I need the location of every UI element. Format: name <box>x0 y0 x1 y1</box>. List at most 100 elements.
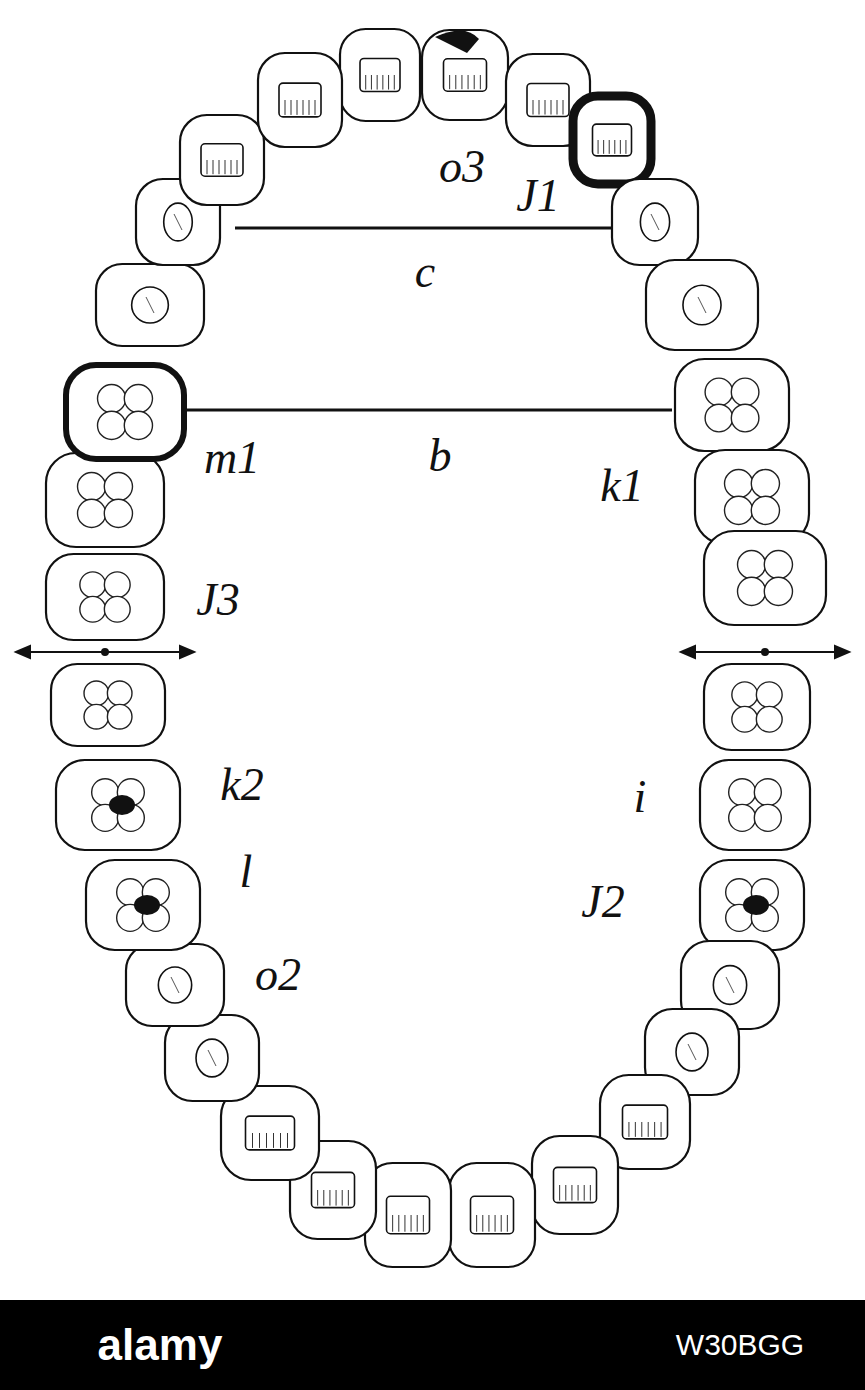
molar-cusp <box>751 496 779 524</box>
hatch <box>317 1190 318 1206</box>
hatch <box>559 1185 560 1201</box>
hatch <box>539 100 540 115</box>
tooth-outline <box>704 664 810 750</box>
tooth <box>365 1163 451 1267</box>
crown-edge <box>312 1172 355 1207</box>
molar-cusp <box>751 470 779 498</box>
tooth <box>86 860 200 950</box>
tooth-outline <box>704 531 826 625</box>
hatch <box>365 75 366 90</box>
crown-edge <box>593 124 632 156</box>
callout-label: k1 <box>600 463 643 509</box>
cavity <box>743 895 769 915</box>
hatch <box>482 1215 483 1232</box>
hatch <box>609 140 610 154</box>
hatch <box>398 1215 399 1232</box>
tooth <box>340 29 420 121</box>
dental-arch <box>0 0 865 1300</box>
tooth-outline <box>700 760 810 850</box>
molar-cusp <box>732 706 758 732</box>
molar-cusp <box>764 551 792 579</box>
hatch <box>394 75 395 90</box>
hatch <box>336 1190 337 1206</box>
hatch <box>171 977 179 993</box>
tooth-outline <box>612 179 698 265</box>
molar-cusp <box>84 704 109 729</box>
molar-cusp <box>705 404 733 432</box>
hatch <box>726 977 734 993</box>
hatch <box>237 160 238 174</box>
hatch <box>565 1185 566 1201</box>
crown-cusp <box>196 1039 228 1077</box>
molar-cusp <box>104 473 132 501</box>
tooth-outline <box>422 30 508 120</box>
width-arrow <box>16 646 849 658</box>
crown-cusp <box>676 1033 708 1071</box>
hatch <box>628 1122 629 1137</box>
tooth <box>46 554 164 640</box>
hatch <box>303 100 304 115</box>
tooth-outline <box>165 1015 259 1101</box>
tooth <box>612 179 698 265</box>
molar-cusp <box>756 706 782 732</box>
hatch <box>584 1185 585 1201</box>
crown-cusp <box>164 203 193 241</box>
crown-cusp <box>713 966 746 1005</box>
hatch <box>545 100 546 115</box>
tooth-outline <box>51 664 165 746</box>
callout-label: l <box>240 849 253 895</box>
hatch <box>648 1122 649 1137</box>
hatch <box>455 75 456 89</box>
tooth-outline <box>46 554 164 640</box>
hatch <box>571 1185 572 1201</box>
hatch <box>287 1133 288 1148</box>
molar-cusp <box>754 804 781 831</box>
hatch <box>382 75 383 90</box>
molar-cusp <box>731 378 759 406</box>
molar-cusp <box>78 499 106 527</box>
hatch <box>598 140 599 154</box>
hatch <box>641 1122 642 1137</box>
molar-cusp <box>731 404 759 432</box>
callout-label: k2 <box>220 762 263 808</box>
hatch <box>625 140 626 154</box>
hatch <box>213 160 214 174</box>
molar-cusp <box>104 572 130 598</box>
hatch <box>551 100 552 115</box>
tooth-outline <box>449 1163 535 1267</box>
tooth <box>532 1136 618 1234</box>
cavity <box>435 30 479 53</box>
crown-cusp <box>158 967 191 1003</box>
teeth <box>46 29 826 1267</box>
callout-label: J3 <box>196 577 239 623</box>
hatch <box>614 140 615 154</box>
tooth <box>700 860 804 950</box>
measure-line <box>185 409 672 412</box>
tooth <box>66 365 184 459</box>
hatch <box>661 1122 662 1137</box>
molar-cusp <box>764 577 792 605</box>
tooth <box>704 531 826 625</box>
crown-edge <box>246 1116 295 1150</box>
tooth <box>422 30 508 120</box>
hatch <box>259 1133 260 1148</box>
hatch <box>688 1044 696 1060</box>
molar-cusp <box>729 804 756 831</box>
hatch <box>651 214 659 230</box>
molar-cusp <box>756 682 782 708</box>
hatch <box>371 75 372 90</box>
hatch <box>590 1185 591 1201</box>
hatch <box>309 100 310 115</box>
callout-label: o3 <box>439 144 485 190</box>
hatch <box>476 1215 477 1232</box>
hatch <box>146 297 154 313</box>
crown-edge <box>623 1105 668 1139</box>
callout-label: i <box>634 774 647 820</box>
hatch <box>273 1133 274 1148</box>
hatch <box>423 1215 424 1232</box>
tooth-outline <box>86 860 200 950</box>
hatch <box>348 1190 349 1206</box>
tooth <box>258 53 342 147</box>
crown-edge <box>387 1196 430 1233</box>
tooth <box>56 760 180 850</box>
